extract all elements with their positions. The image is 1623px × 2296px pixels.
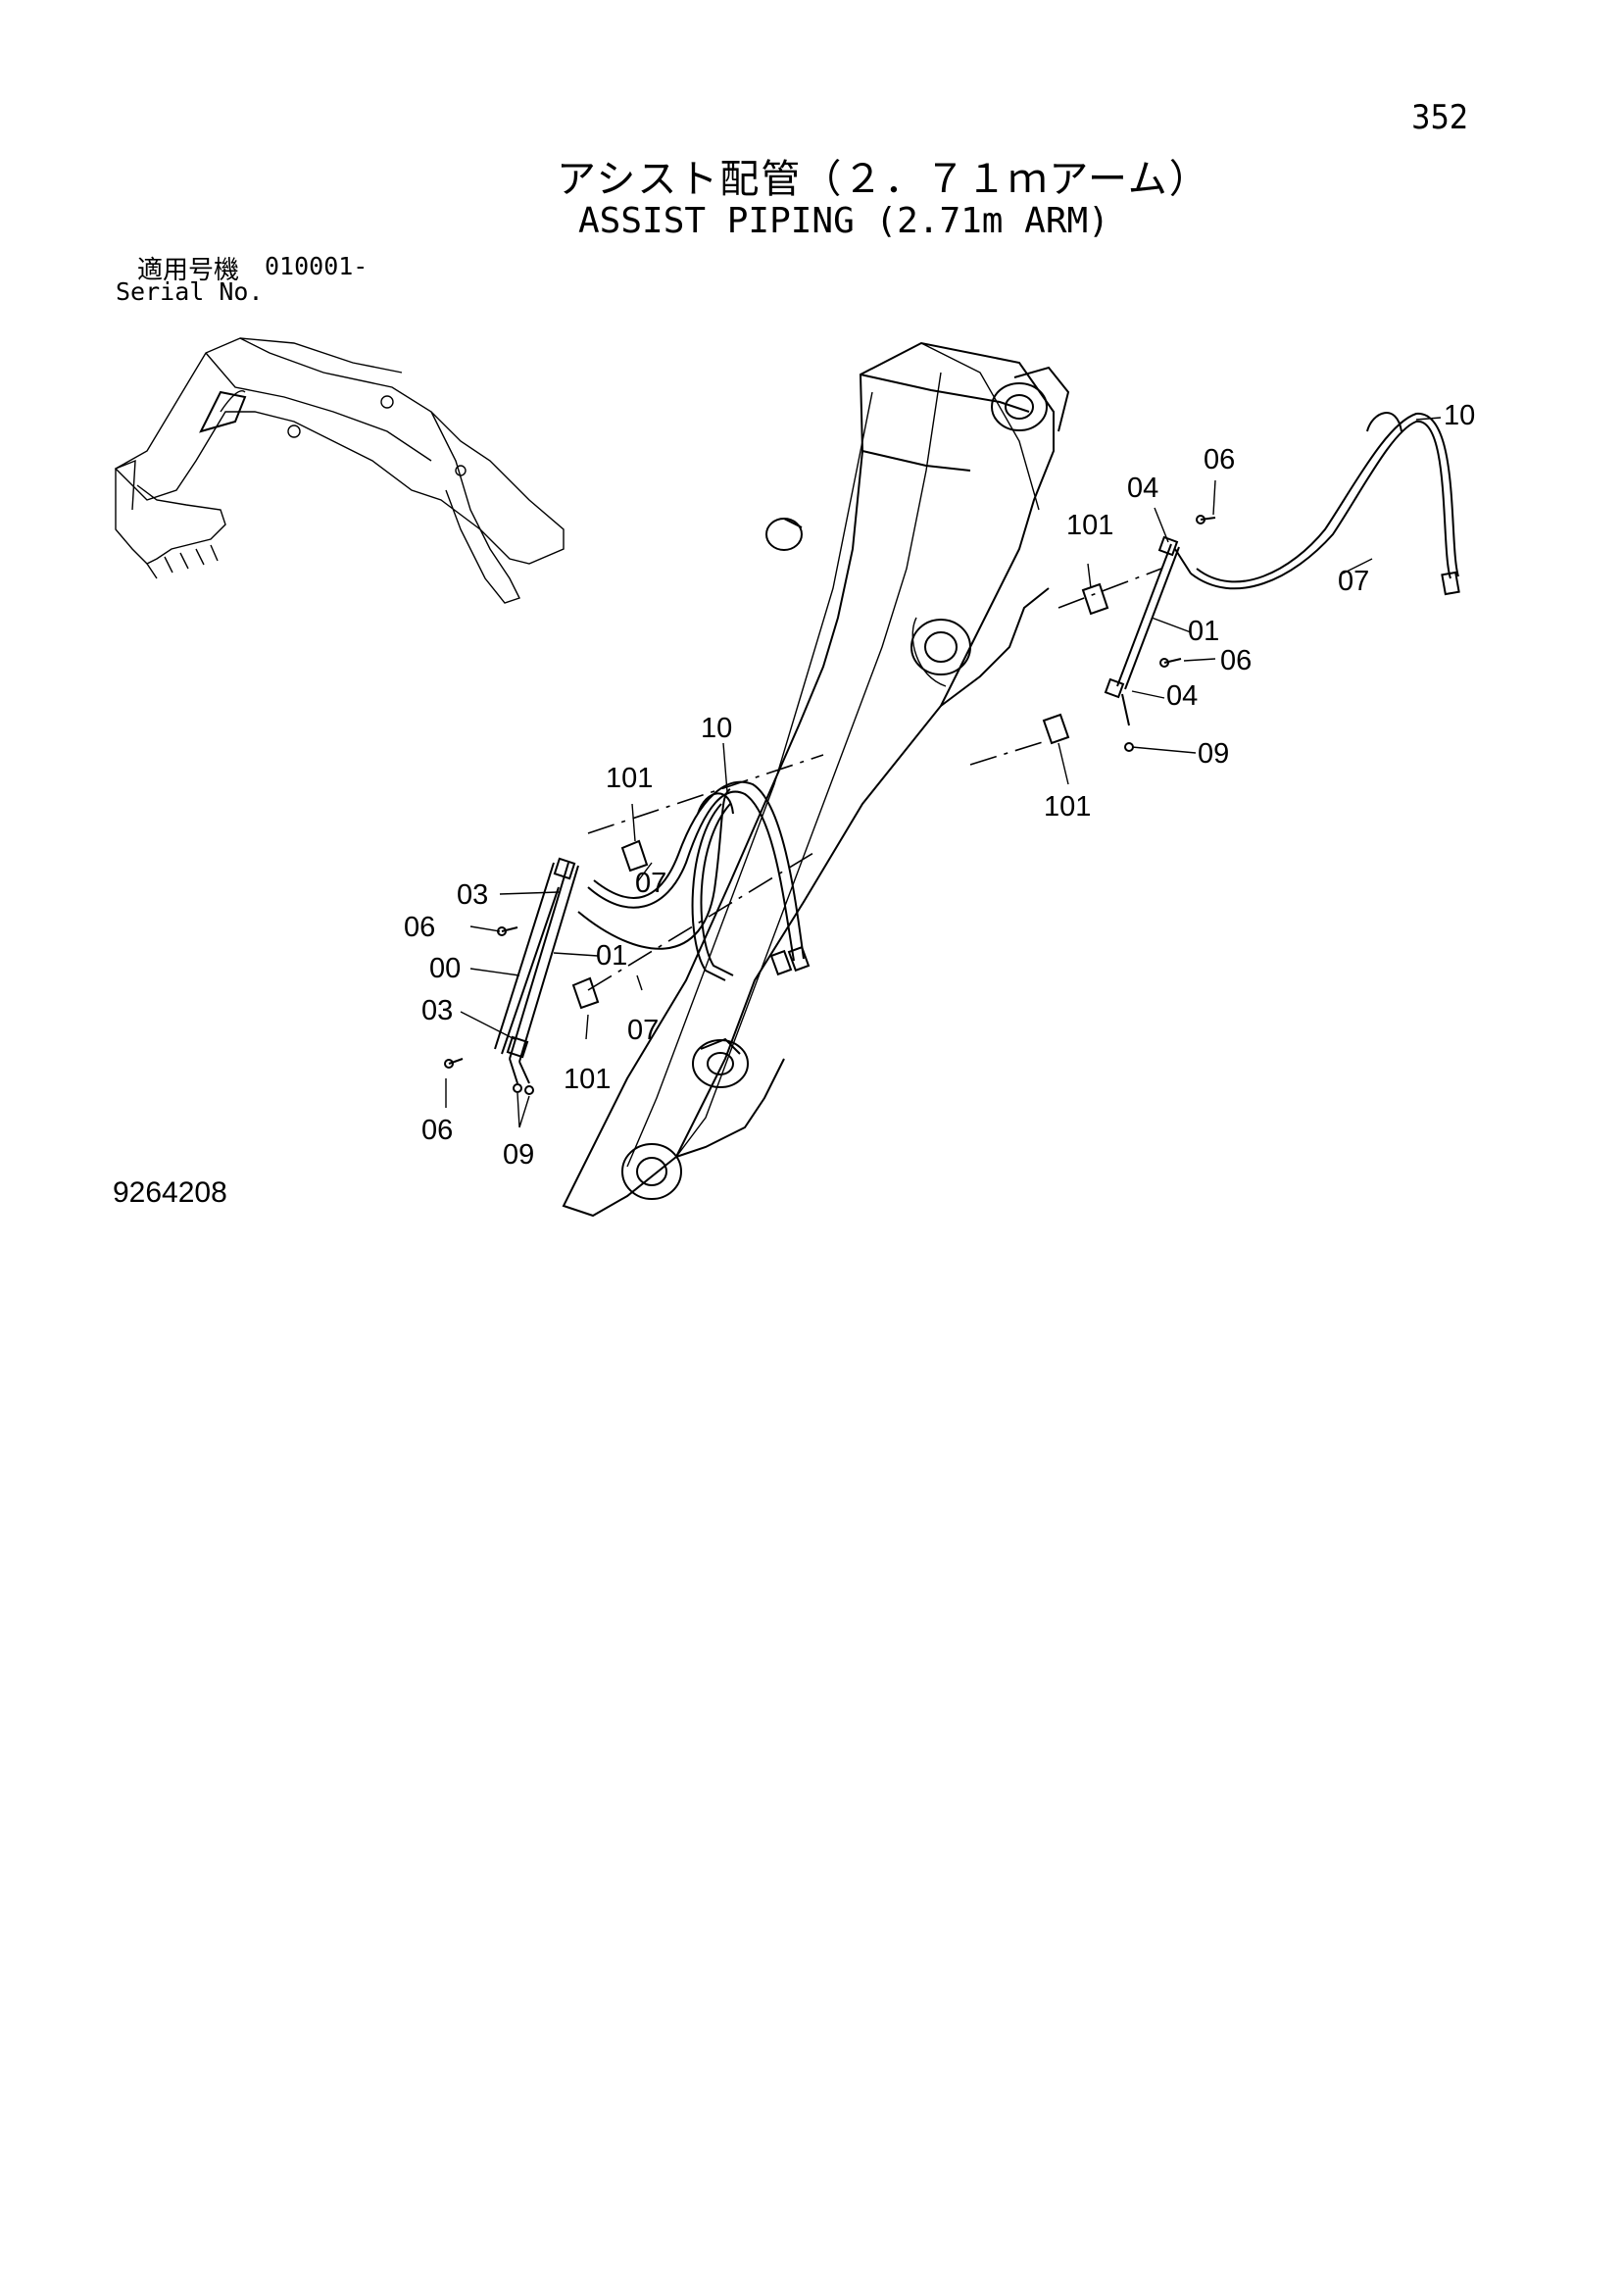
right-pipe-assembly <box>1042 412 1460 752</box>
callout-04-clamp: 04 <box>1127 473 1158 504</box>
callout-01-pipe: 01 <box>1188 616 1219 647</box>
callout-03-clamp: 03 <box>457 879 488 911</box>
callout-101-bracket: 101 <box>606 763 653 794</box>
callout-07-hose: 07 <box>627 1015 659 1046</box>
callout-06-bolt: 06 <box>1204 444 1235 475</box>
callout-04-clamp: 04 <box>1166 680 1198 712</box>
serial-number-range: 010001- <box>265 252 369 280</box>
callout-10-hose-clamp: 10 <box>701 713 732 744</box>
serial-label-english: Serial No. <box>116 277 264 306</box>
callout-09-plug: 09 <box>503 1139 534 1171</box>
callout-00-pipe-assembly: 00 <box>429 953 461 984</box>
callout-101-bracket: 101 <box>1044 791 1091 823</box>
page-number: 352 <box>1411 98 1469 137</box>
callout-labels: 10 06 04 101 07 01 06 04 09 101 10 101 0… <box>404 400 1475 1171</box>
callout-101-bracket: 101 <box>564 1064 611 1095</box>
title-japanese: アシスト配管（２．７１ｍアーム） <box>557 157 1210 202</box>
leader-lines <box>445 417 1442 1128</box>
callout-06-bolt: 06 <box>421 1115 453 1146</box>
callout-03-clamp: 03 <box>421 995 453 1026</box>
excavator-thumbnail <box>114 337 565 604</box>
callout-10-hose-clamp: 10 <box>1444 400 1475 431</box>
callout-101-bracket: 101 <box>1066 510 1113 541</box>
callout-07-hose: 07 <box>635 868 666 899</box>
centerlines <box>587 568 1162 991</box>
left-pipe-assembly <box>444 780 811 1095</box>
title-english: ASSIST PIPING (2.71m ARM) <box>578 201 1109 241</box>
callout-07-hose: 07 <box>1338 566 1369 597</box>
callout-09-plug: 09 <box>1198 738 1229 770</box>
callout-06-bolt: 06 <box>404 912 435 943</box>
arm-body <box>562 341 1070 1218</box>
callout-06-bolt: 06 <box>1220 645 1252 676</box>
drawing-number: 9264208 <box>113 1176 227 1209</box>
serial-label-japanese: 適用号機 <box>137 256 240 285</box>
callout-01-pipe: 01 <box>596 940 627 972</box>
